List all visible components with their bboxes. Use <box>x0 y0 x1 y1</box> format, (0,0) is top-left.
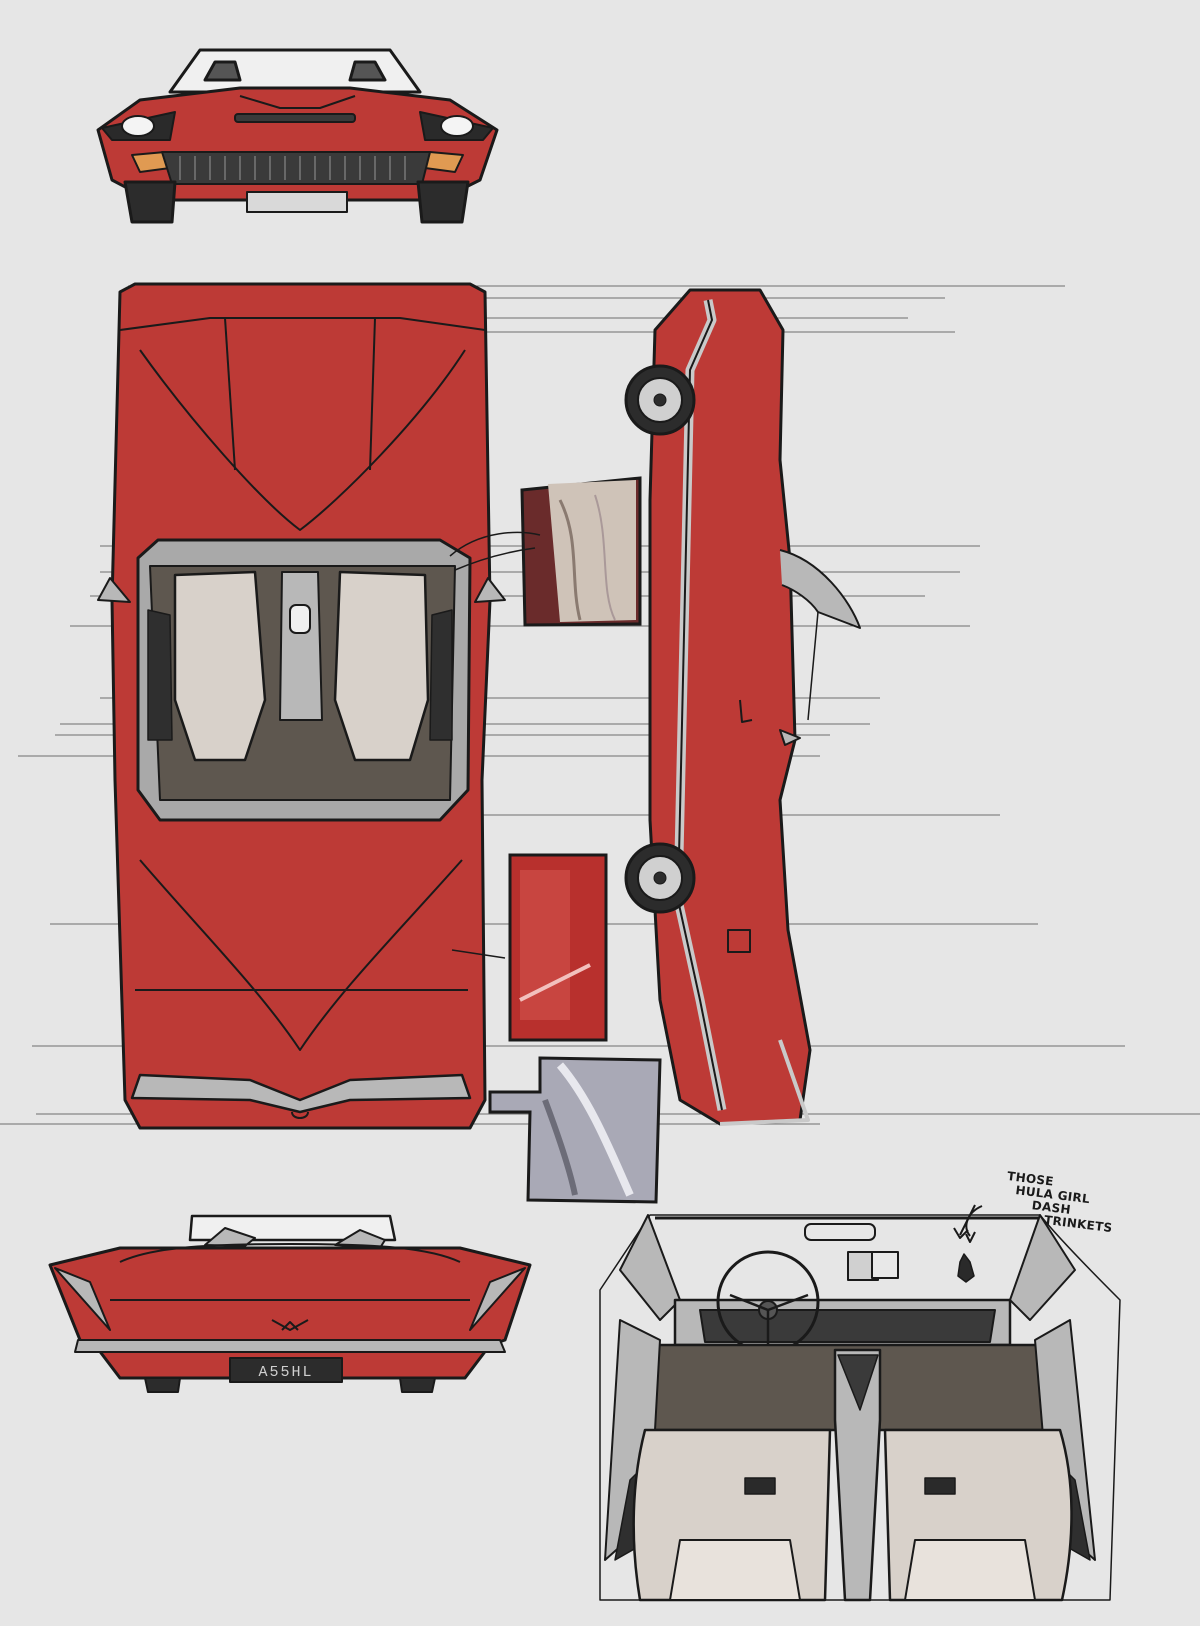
car-side-view-icon <box>624 288 861 1126</box>
car-interior-view-icon <box>599 1204 1121 1602</box>
car-rear-view-icon <box>48 1214 532 1393</box>
license-plate-text: A55HL <box>258 1364 313 1381</box>
car-front-view-icon <box>96 48 499 224</box>
texture-swatch-icon <box>449 476 662 1204</box>
car-top-view-icon <box>97 282 506 1130</box>
